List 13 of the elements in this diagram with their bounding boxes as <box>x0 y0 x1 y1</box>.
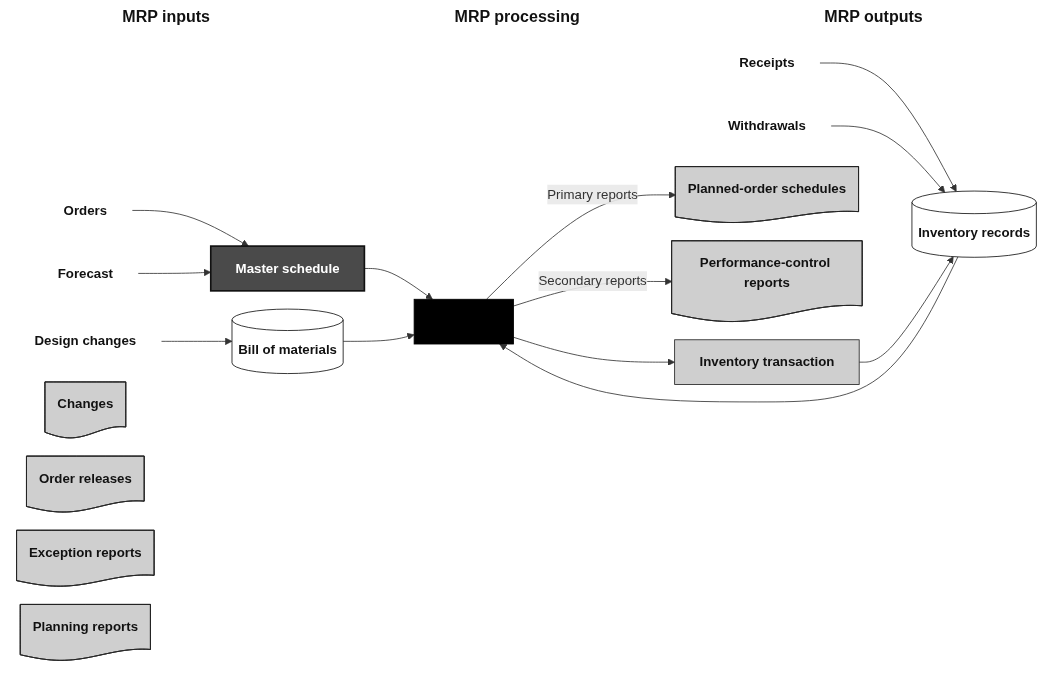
node-text: Orders <box>63 202 107 218</box>
column-heading: MRP inputs <box>122 8 210 26</box>
edge-label: Primary reports <box>546 187 638 202</box>
node-text: Withdrawals <box>727 118 806 133</box>
node-box: Inventory transaction <box>673 339 860 385</box>
node-box <box>413 298 514 345</box>
node-box: Master schedule <box>209 245 365 292</box>
column-heading: MRP processing <box>454 8 580 26</box>
node-text: Design changes <box>34 333 136 348</box>
column-heading: MRP outputs <box>824 8 923 26</box>
edge-label: Secondary reports <box>537 273 647 288</box>
node-text: Receipts <box>738 55 795 70</box>
node-text: Forecast <box>57 265 113 281</box>
